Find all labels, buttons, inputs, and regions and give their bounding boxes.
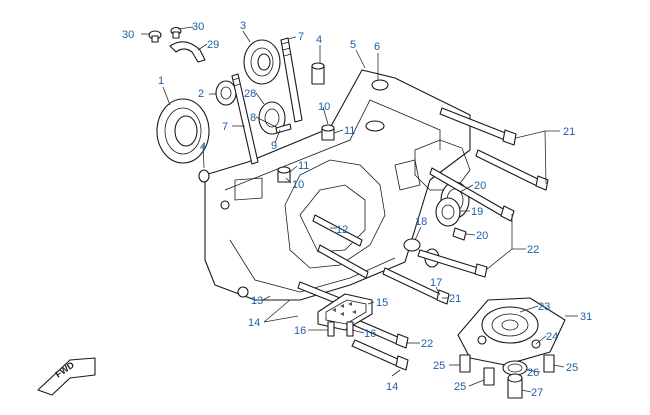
dowel-sleeve-4 [311,62,325,85]
callout-13: 13 [251,295,263,307]
drain-plug-27 [507,373,523,399]
callout-18: 18 [415,216,427,228]
callout-20: 20 [476,230,488,242]
callout-16: 16 [364,328,376,340]
fitting-10-11-lower [277,166,291,183]
bolts-21 [439,107,549,191]
callout-25: 25 [454,381,466,393]
main-bearing [156,98,210,164]
callout-5: 5 [350,39,356,51]
seal-2 [215,80,237,106]
callout-30: 30 [192,21,204,33]
bolts-12 [297,214,369,307]
callout-7: 7 [222,121,228,133]
callout-12: 12 [336,224,348,236]
callout-20: 20 [474,180,486,192]
callout-26: 26 [527,367,539,379]
bolts-25 [459,354,555,386]
callout-23: 23 [538,301,550,313]
callout-25: 25 [433,360,445,372]
stud-7-long [280,37,303,123]
callout-14: 14 [386,381,398,393]
callout-1: 1 [158,75,164,87]
leader-lines [141,26,578,393]
stud-7-short [231,73,259,165]
callout-24: 24 [546,331,558,343]
callout-28: 28 [244,88,256,100]
callout-25: 25 [566,362,578,374]
callout-27: 27 [531,387,543,399]
callout-2: 2 [198,88,204,100]
fwd-direction-badge: FWD [37,357,96,396]
oring-26 [502,360,528,376]
callout-19: 19 [471,206,483,218]
callout-31: 31 [580,311,592,323]
callout-9: 9 [271,140,277,152]
callout-4: 4 [316,34,322,46]
callout-22: 22 [527,244,539,256]
screw-20 [452,227,467,241]
callout-labels: 30 30 29 3 7 4 5 6 1 2 28 10 11 7 8 9 21… [122,20,592,399]
callout-21: 21 [563,126,575,138]
callout-14: 14 [248,317,260,329]
callout-16: 16 [294,325,306,337]
screws-16 [327,321,354,337]
callout-4: 4 [200,141,206,153]
callout-10: 10 [318,101,330,113]
bolt-17 [382,267,450,305]
dowel-4-left [198,169,210,183]
callout-10: 10 [292,179,304,191]
callout-8: 8 [250,112,256,124]
callout-11: 11 [298,160,309,172]
fitting-10-11-top [321,124,335,141]
cover-19 [435,197,461,227]
oil-strainer-15 [317,293,373,331]
callout-15: 15 [376,297,388,309]
screw-30a [148,30,162,43]
callout-29: 29 [207,39,219,51]
callout-6: 6 [374,41,380,53]
screw-30b [170,26,182,39]
bearing-3 [243,39,281,85]
callout-22: 22 [421,338,433,350]
callout-30: 30 [122,29,134,41]
callout-3: 3 [240,20,246,32]
callout-7: 7 [298,31,304,43]
seal-28 [258,101,286,135]
callout-11: 11 [344,125,355,137]
callout-21: 21 [449,293,461,305]
filter-cover-assembly [457,297,566,366]
clip-29 [169,41,206,63]
bolts-22 [417,167,515,278]
callout-17: 17 [430,277,442,289]
